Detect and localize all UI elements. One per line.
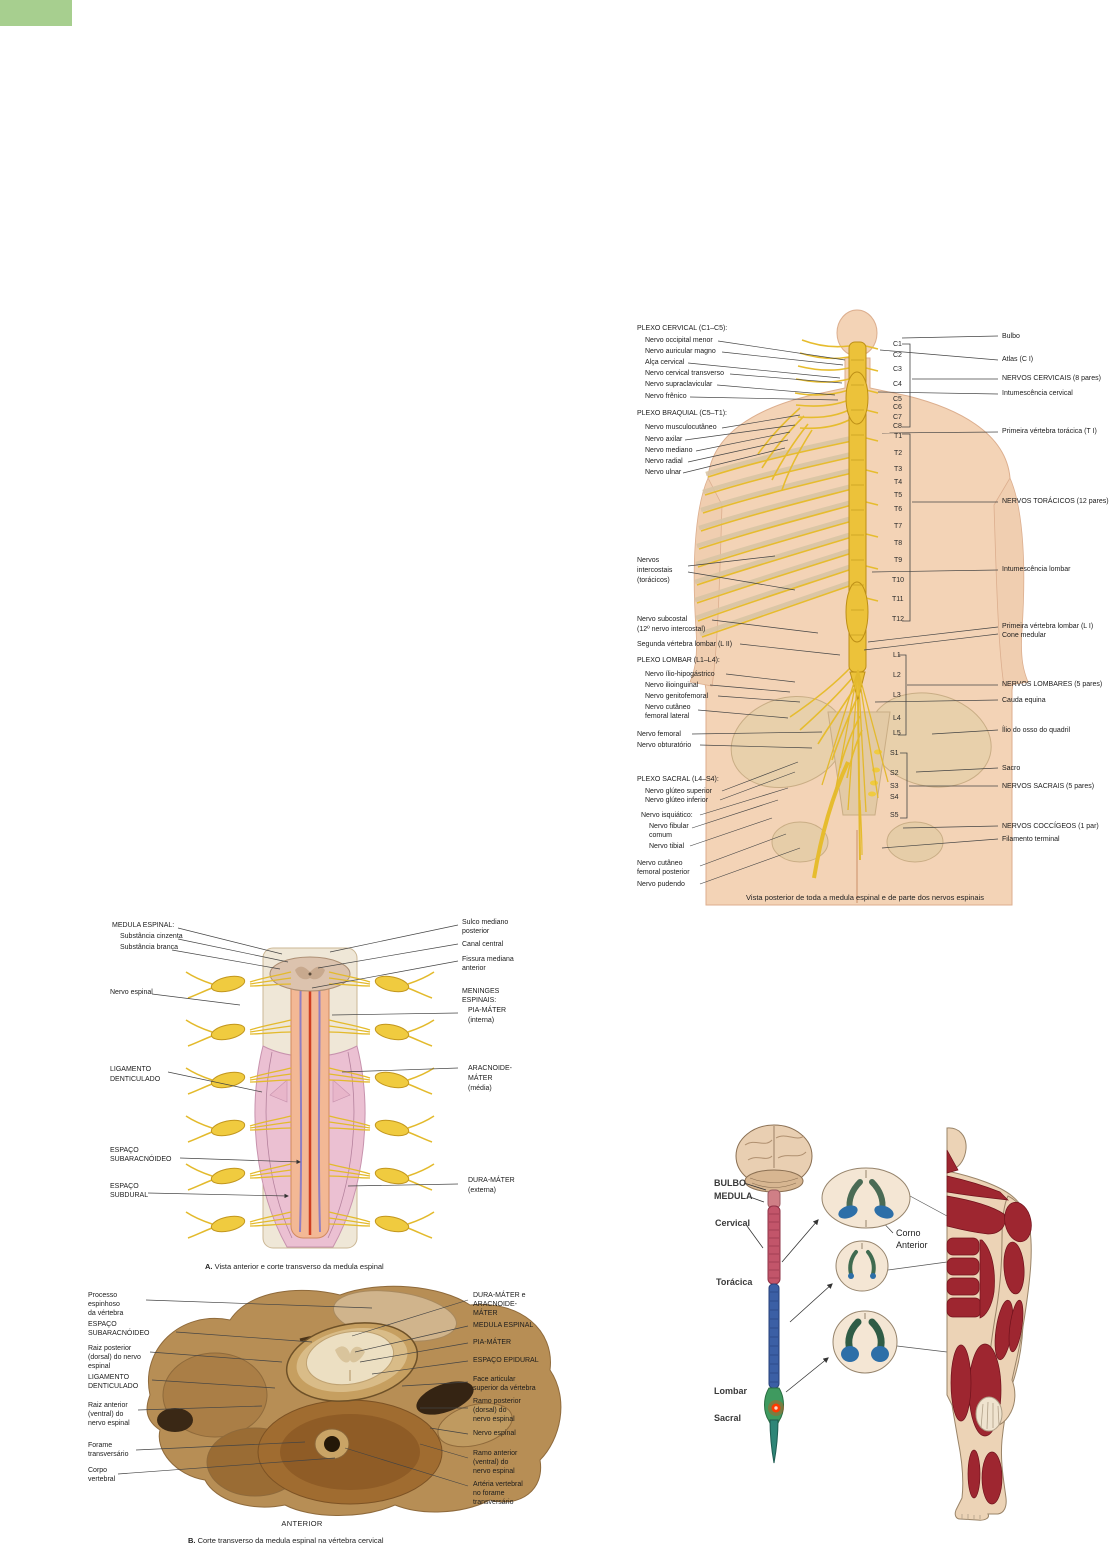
posterior-body-illustration [682,309,1029,906]
cns-overview-illustration [735,1124,1032,1521]
cervical-segment [767,1205,781,1285]
figure-b-caption: B. Corte transverso da medula espinal na… [188,1536,384,1545]
figure-b-letter: B. [188,1536,196,1545]
cervical-cross-section [821,1167,911,1229]
page-corner-green-tab [0,0,72,26]
bulbo-segment [767,1189,781,1209]
vein [299,961,303,1233]
lumbar-cross-section [832,1310,898,1374]
meninges-illustration [147,924,459,1249]
ganglia-a [210,975,410,1233]
nerve-roots-a [185,971,435,1239]
spinal-cord [821,341,889,861]
ribs [694,435,853,637]
denticulate-ligament [269,1079,288,1103]
cord-levels [764,1189,784,1464]
muscle-half-body [946,1127,1032,1521]
thoracic-cross-section [835,1240,889,1292]
brain [735,1124,813,1193]
hand [975,1396,1003,1432]
vein [317,961,321,1233]
cord-cross-section-top [269,956,351,992]
cns-leader-lines [743,1182,948,1393]
posterior-figure-caption: Vista posterior de toda a medula espinal… [746,893,984,902]
cord-cross-sections [821,1167,911,1374]
posterior-leader-lines [682,335,999,885]
meninges-leader-lines [147,924,459,1199]
figure-a-caption: A. Vista anterior e corte transverso da … [205,1262,384,1271]
figure-a-caption-text: Vista anterior e corte transverso da med… [212,1262,384,1271]
cauda-equina [821,669,889,813]
thoracic-segment [768,1283,780,1389]
figure-a-letter: A. [205,1262,213,1271]
cerebellum [744,1169,804,1193]
vertebra-photo-illustration [117,1285,562,1516]
vertebra-leader-lines [117,1299,469,1487]
anterior-orientation-label: ANTERIOR [281,1519,323,1528]
spinal-nerve-b [437,1402,513,1448]
sacral-segment [769,1419,779,1464]
spinal-nerves [696,339,882,879]
figure-b-caption-text: Corte transverso da medula espinal na vé… [195,1536,384,1545]
